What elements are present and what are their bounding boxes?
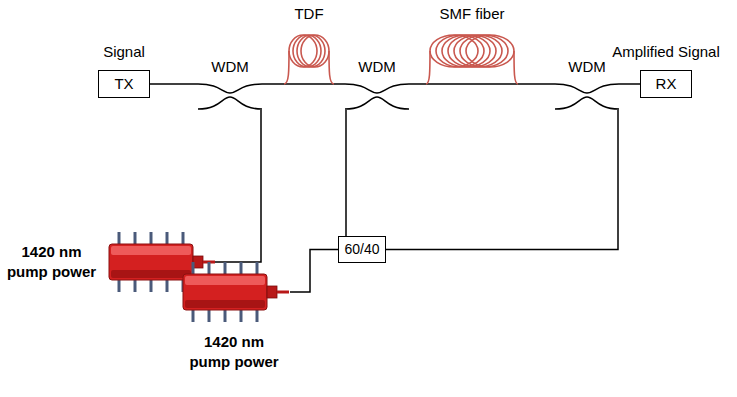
tdf-coil: TDF <box>282 5 336 87</box>
fiber-connector <box>336 83 345 85</box>
transmitter-box: SignalTX <box>98 70 150 98</box>
fiber-connector <box>215 110 261 262</box>
fiber-connector <box>520 83 555 85</box>
receiver-box: Amplified SignalRX <box>640 70 692 98</box>
terminal-label: RX <box>656 71 677 96</box>
fiber-connector <box>262 83 282 85</box>
wdm-coupler: WDM <box>198 58 262 110</box>
smf-coil: SMF fiber <box>424 5 520 87</box>
fiber-connector <box>345 110 347 236</box>
pump-laser: 1420 nm pump power <box>178 262 290 372</box>
fiber-connector <box>409 83 424 85</box>
coupler-symbol <box>198 80 262 110</box>
wdm-coupler: WDM <box>345 58 409 110</box>
pump-icon <box>179 262 289 322</box>
pump-label: 1420 nm pump power <box>187 332 282 372</box>
component-label: WDM <box>198 58 262 76</box>
component-label: WDM <box>555 58 619 76</box>
heading-label: Amplified Signal <box>612 43 720 60</box>
heading-label: Signal <box>103 43 145 60</box>
component-label: WDM <box>345 58 409 76</box>
fiber-connector <box>290 250 338 293</box>
fiber-label: SMF fiber <box>424 5 520 23</box>
wdm-coupler: WDM <box>555 58 619 110</box>
pump-label: 1420 nm pump power <box>4 242 99 282</box>
fiber-label: TDF <box>282 5 336 23</box>
splitter-box: 60/40 <box>338 236 386 263</box>
coupler-symbol <box>555 80 619 110</box>
coupler-symbol <box>345 80 409 110</box>
fiber-connector <box>386 110 618 250</box>
terminal-label: TX <box>114 71 133 96</box>
fiber-connector <box>150 83 198 85</box>
splitter-label: 60/40 <box>344 237 379 261</box>
fiber-connector <box>619 83 640 85</box>
